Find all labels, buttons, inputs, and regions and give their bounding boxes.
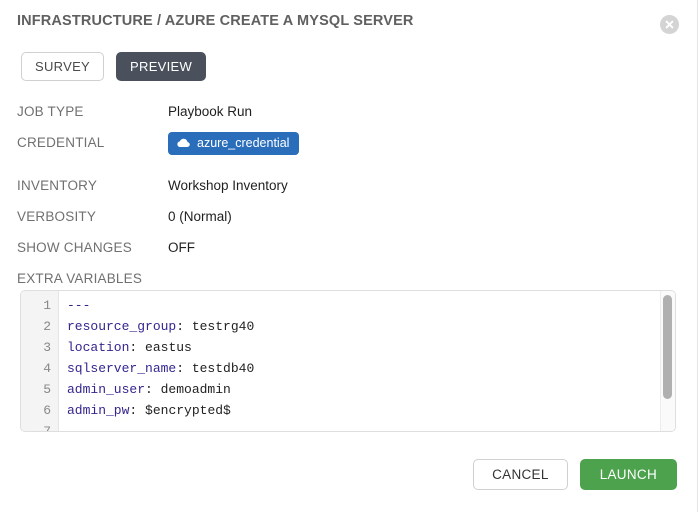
detail-value: OFF: [168, 240, 195, 255]
code-line: ---: [67, 295, 675, 316]
code-token-key: location: [67, 340, 130, 355]
editor-scrollbar-thumb[interactable]: [663, 295, 672, 399]
close-x-glyph: [665, 20, 674, 29]
editor-code-area[interactable]: --- resource_group: testrg40 location: e…: [59, 291, 675, 431]
extra-variables-editor[interactable]: 1 2 3 4 5 6 7 --- resource_group: testrg…: [20, 290, 676, 432]
code-token-value: eastus: [137, 340, 192, 355]
code-line: admin_pw: $encrypted$: [67, 400, 675, 421]
detail-value: Workshop Inventory: [168, 178, 288, 193]
detail-label: CREDENTIAL: [17, 135, 105, 150]
code-token-sep: :: [129, 340, 138, 355]
detail-label: JOB TYPE: [17, 104, 84, 119]
job-details-list: JOB TYPE Playbook Run CREDENTIAL azure_c…: [17, 104, 617, 271]
code-token-value: testdb40: [184, 361, 255, 376]
tab-preview[interactable]: PREVIEW: [116, 52, 207, 81]
tab-survey[interactable]: SURVEY: [21, 52, 105, 81]
launch-button[interactable]: LAUNCH: [579, 458, 677, 490]
code-token-sep: :: [176, 319, 185, 334]
modal-footer: CANCEL LAUNCH: [473, 458, 677, 490]
detail-label: SHOW CHANGES: [17, 240, 132, 255]
detail-value: Playbook Run: [168, 104, 253, 119]
code-token-value: testrg40: [184, 319, 255, 334]
line-number: 3: [43, 340, 51, 355]
line-number: 6: [43, 403, 51, 418]
line-number: 5: [43, 382, 51, 397]
editor-scrollbar[interactable]: [660, 291, 675, 431]
code-token-sep: :: [129, 403, 138, 418]
close-icon[interactable]: [660, 15, 679, 34]
code-line: sqlserver_name: testdb40: [67, 358, 675, 379]
detail-row-show-changes: SHOW CHANGES OFF: [17, 240, 617, 271]
code-token-sep: :: [176, 361, 185, 376]
credential-badge[interactable]: azure_credential: [168, 132, 300, 155]
code-token-value: $encrypted$: [137, 403, 231, 418]
detail-row-credential: CREDENTIAL azure_credential: [17, 132, 617, 178]
code-token-key: ---: [67, 298, 91, 313]
extra-variables-label: EXTRA VARIABLES: [17, 271, 143, 286]
view-toggle-group: SURVEY PREVIEW: [21, 52, 207, 81]
code-token-value: demoadmin: [152, 382, 231, 397]
line-number: 1: [43, 298, 51, 313]
code-token-sep: :: [145, 382, 153, 397]
editor-line-number-gutter: 1 2 3 4 5 6 7: [21, 291, 59, 431]
line-number: 7: [43, 424, 51, 432]
detail-label: INVENTORY: [17, 178, 98, 193]
line-number: 2: [43, 319, 51, 334]
cancel-button[interactable]: CANCEL: [473, 458, 568, 490]
code-line: resource_group: testrg40: [67, 316, 675, 337]
code-token-key: admin_user: [67, 382, 146, 397]
detail-value: 0 (Normal): [168, 209, 232, 224]
cloud-icon: [177, 139, 190, 148]
detail-label: VERBOSITY: [17, 209, 97, 224]
detail-row-inventory: INVENTORY Workshop Inventory: [17, 178, 617, 209]
code-line: admin_user: demoadmin: [67, 379, 675, 400]
credential-badge-label: azure_credential: [197, 136, 290, 150]
line-number: 4: [43, 361, 51, 376]
code-line: location: eastus: [67, 337, 675, 358]
page-title: INFRASTRUCTURE / AZURE CREATE A MYSQL SE…: [17, 13, 414, 29]
detail-row-verbosity: VERBOSITY 0 (Normal): [17, 209, 617, 240]
code-token-key: admin_pw: [67, 403, 130, 418]
code-token-key: resource_group: [67, 319, 177, 334]
detail-row-job-type: JOB TYPE Playbook Run: [17, 104, 617, 135]
code-token-key: sqlserver_name: [67, 361, 177, 376]
